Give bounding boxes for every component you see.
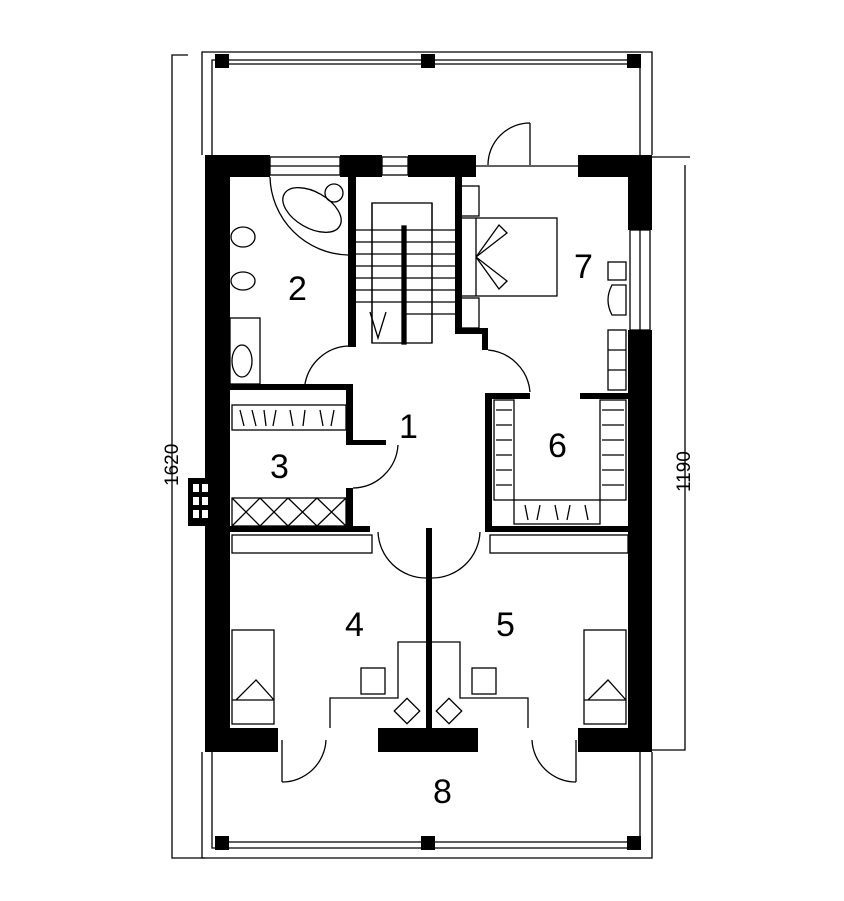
post [215, 54, 229, 68]
post [627, 836, 641, 850]
room-label-4: 4 [345, 606, 364, 644]
post [421, 54, 435, 68]
post [627, 54, 641, 68]
dimension-house: 1190 [652, 156, 695, 751]
room-label-8: 8 [433, 773, 452, 811]
door-terrace-4 [281, 739, 327, 783]
room-label-6: 6 [548, 427, 567, 465]
terrace-top [201, 51, 653, 155]
windows [269, 156, 651, 331]
post [215, 836, 229, 850]
door-room-4 [377, 531, 427, 579]
bedroom-7-furniture [458, 185, 627, 391]
room-label-2: 2 [288, 270, 307, 308]
dimension-label-overall: 1620 [162, 444, 183, 486]
dimension-overall: 1620 [162, 54, 205, 859]
terrace-bottom [201, 752, 653, 859]
doors [281, 122, 577, 783]
wardrobes [231, 399, 627, 527]
dimension-label-house: 1190 [674, 451, 695, 492]
door-terrace-5 [531, 739, 577, 783]
bathroom-fixtures [229, 176, 349, 385]
room-label-3: 3 [270, 448, 289, 486]
door-terrace-top [487, 122, 531, 166]
chimney [188, 478, 212, 526]
post [421, 836, 435, 850]
staircase [356, 202, 455, 345]
door-bedroom-7 [487, 349, 531, 393]
exterior-walls [188, 155, 652, 752]
bedroom-4-5-furniture [231, 534, 629, 728]
door-room-5 [431, 531, 481, 579]
room-label-1: 1 [399, 408, 418, 446]
door-room-3 [352, 444, 399, 489]
room-label-5: 5 [496, 606, 515, 644]
room-label-7: 7 [574, 248, 593, 286]
door-bathroom [304, 345, 349, 385]
interior-walls [230, 177, 628, 740]
